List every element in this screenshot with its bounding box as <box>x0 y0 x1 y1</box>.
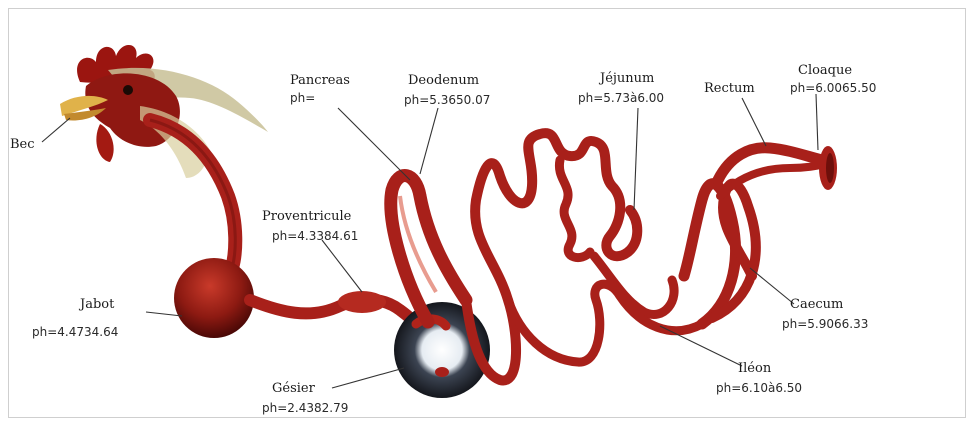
rooster-head <box>60 45 268 178</box>
label-ileon: Iléon <box>738 362 771 376</box>
ph-caecum: ph=5.9066.33 <box>782 318 868 331</box>
label-pancreas: Pancreas <box>290 74 350 88</box>
label-duodenum: Deodenum <box>408 74 479 88</box>
ph-ileon: ph=6.10à6.50 <box>716 382 802 395</box>
ph-pancreas: ph= <box>290 92 315 105</box>
ph-jabot: ph=4.4734.64 <box>32 326 118 339</box>
label-rectum: Rectum <box>704 82 755 96</box>
proventricule-organ <box>250 300 424 334</box>
ph-jejunum: ph=5.73à6.00 <box>578 92 664 105</box>
label-caecum: Caecum <box>790 298 843 312</box>
label-proventricule: Proventricule <box>262 210 351 224</box>
ph-duodenum: ph=5.3650.07 <box>404 94 490 107</box>
jabot-organ <box>174 258 254 338</box>
label-bec: Bec <box>10 138 35 152</box>
label-jabot: Jabot <box>80 298 114 312</box>
ph-cloaque: ph=6.0065.50 <box>790 82 876 95</box>
label-gesier: Gésier <box>272 382 315 396</box>
label-cloaque: Cloaque <box>798 64 852 78</box>
wattle <box>96 124 113 162</box>
ph-gesier: ph=2.4382.79 <box>262 402 348 415</box>
jejunum-organ <box>466 133 637 380</box>
label-jejunum: Jéjunum <box>600 72 654 86</box>
ph-proventricule: ph=4.3384.61 <box>272 230 358 243</box>
eye <box>123 85 133 95</box>
